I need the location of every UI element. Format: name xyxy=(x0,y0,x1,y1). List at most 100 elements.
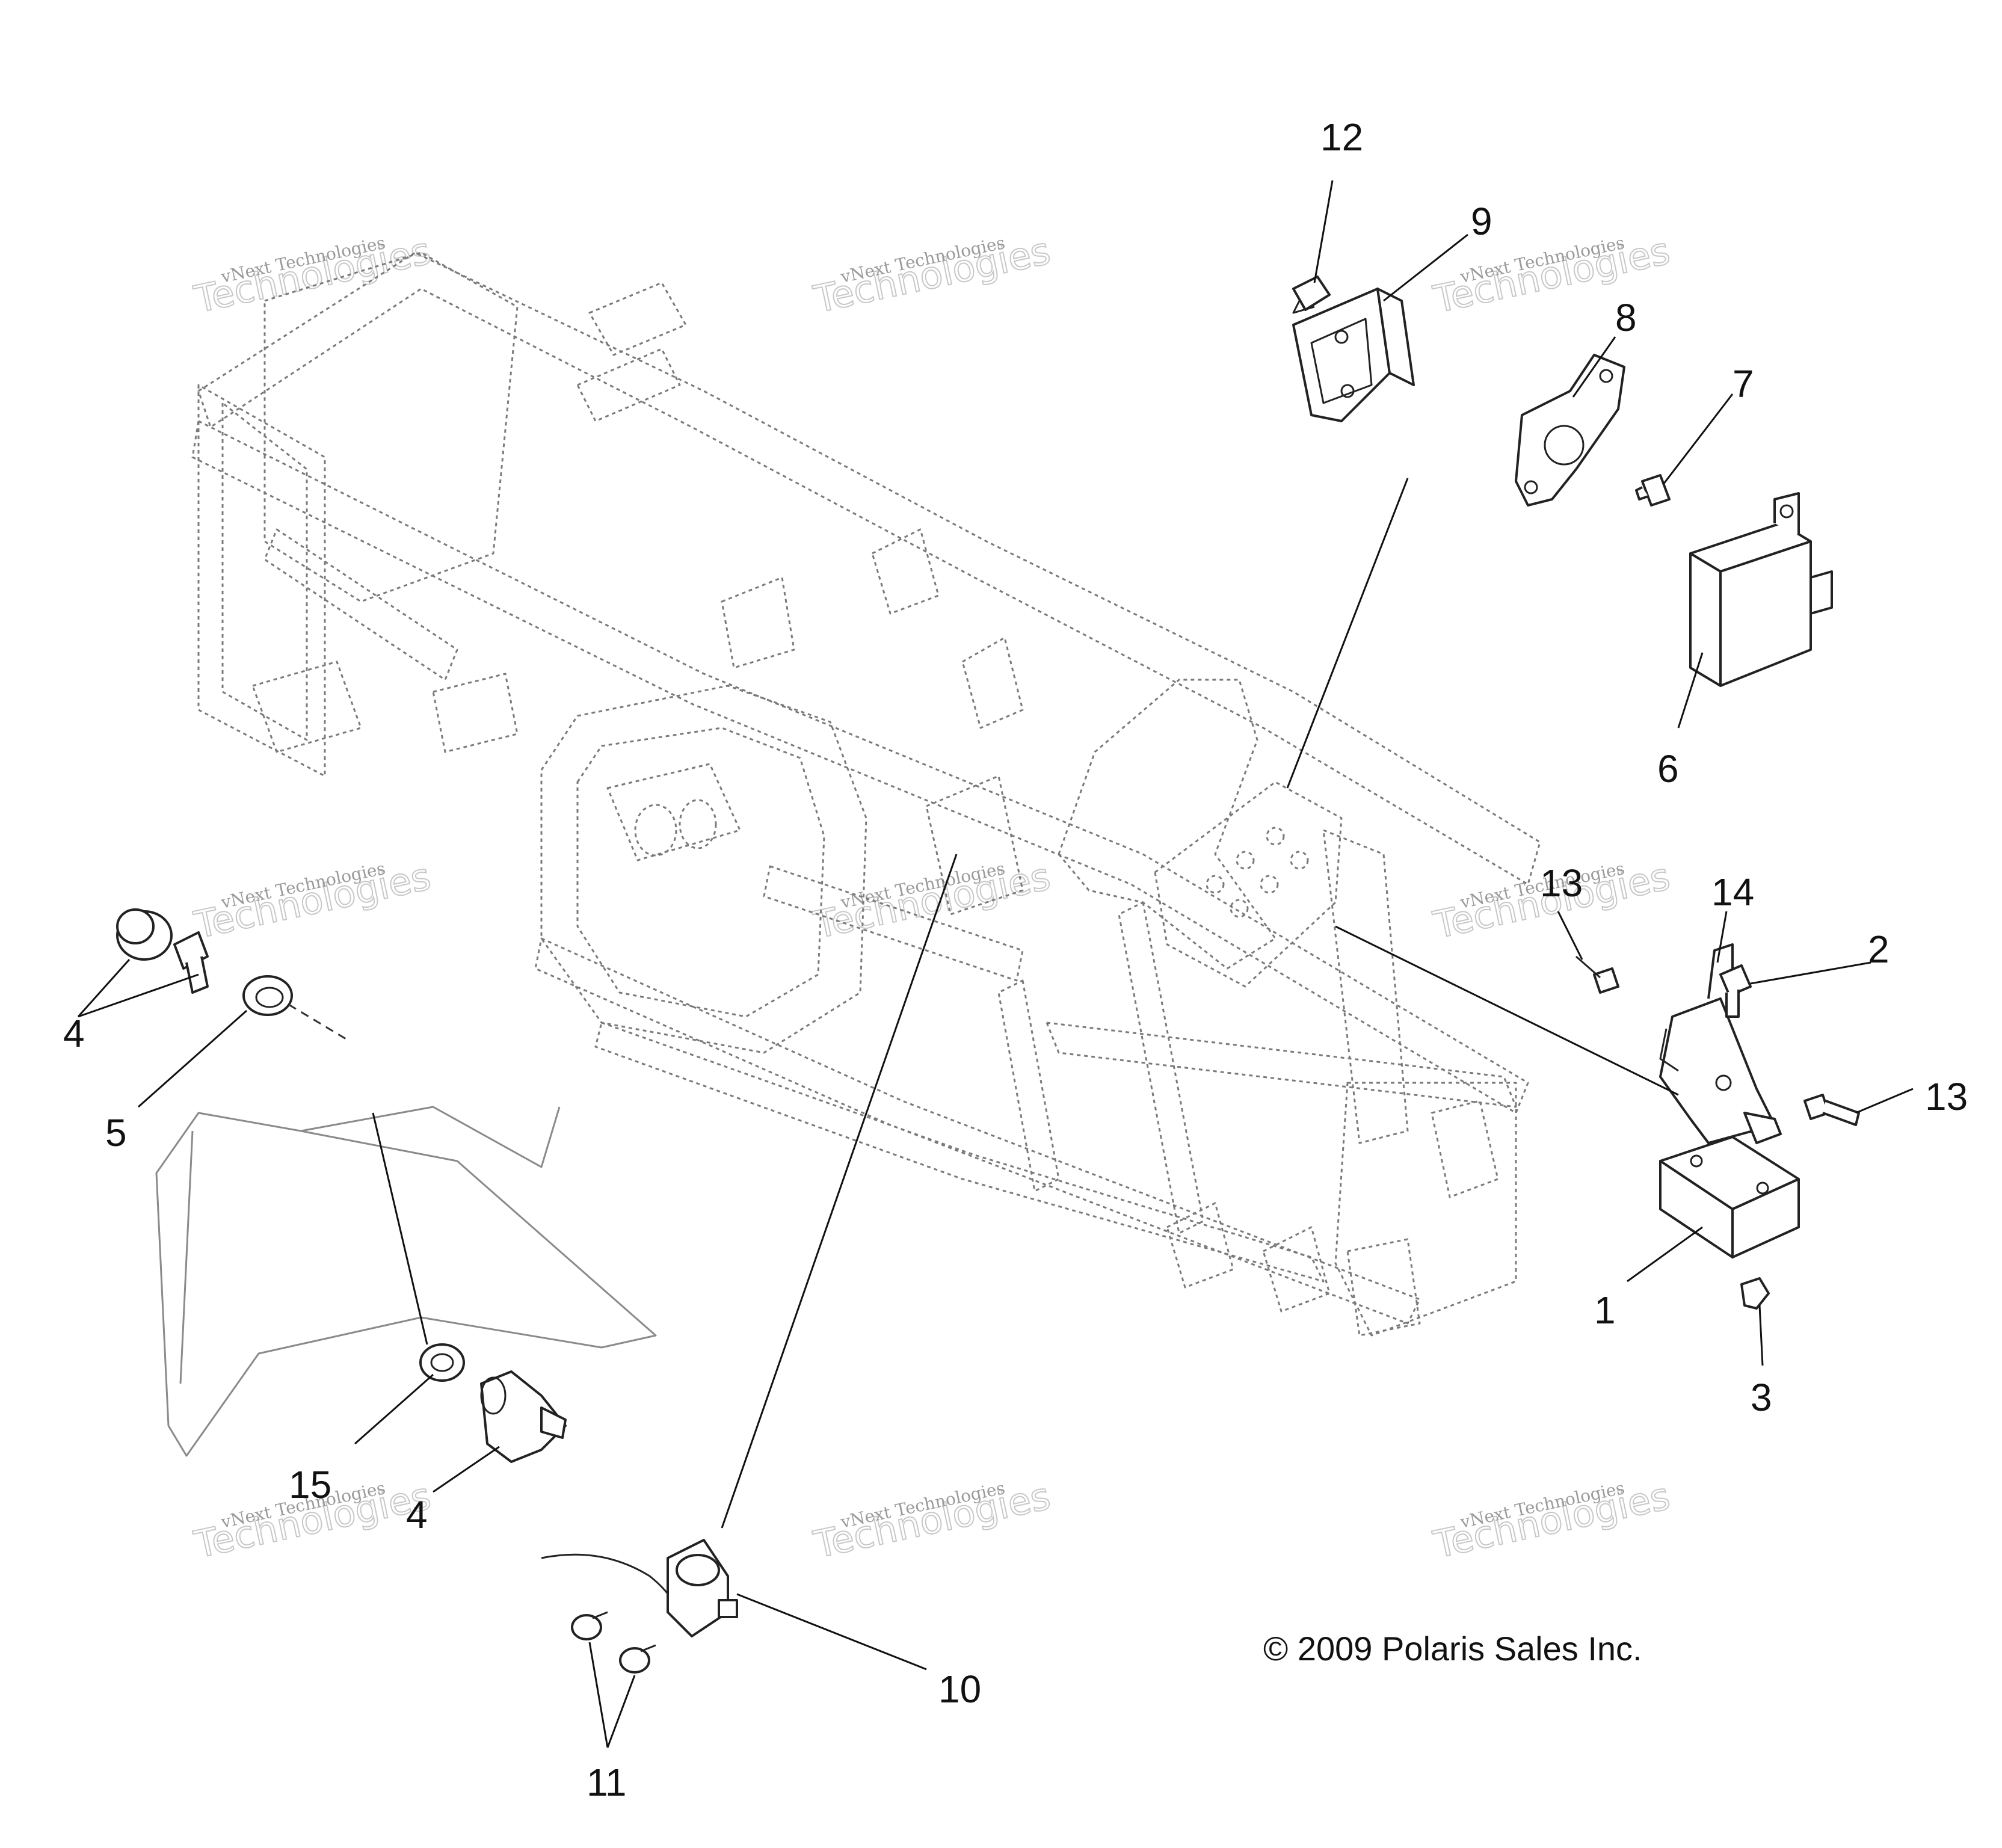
callout-labels: 12 9 8 7 6 13 14 2 13 1 3 4 5 15 4 10 11 xyxy=(63,116,1968,1804)
callout-9: 9 xyxy=(1471,200,1492,243)
frame-plate-hole xyxy=(1266,827,1285,846)
leader-lines xyxy=(77,180,1914,1748)
leader-14-to-frame xyxy=(1335,925,1679,1096)
frame-plate-hole xyxy=(1206,875,1225,894)
leader-4a-key xyxy=(78,973,199,1018)
callout-11: 11 xyxy=(587,1761,626,1804)
washer-inner xyxy=(430,1353,454,1372)
part-10-sensor xyxy=(541,1539,738,1637)
bracket-side xyxy=(1376,288,1415,386)
frame-side-tube xyxy=(1118,901,1204,1234)
pin-shank xyxy=(1822,1100,1860,1126)
clip-tab xyxy=(1292,300,1315,314)
part-8-gasket xyxy=(1515,354,1625,507)
watermark-mid-left: Technologies vNext Technologies xyxy=(189,854,435,947)
pod-inner-edge xyxy=(179,1130,194,1384)
switch-body xyxy=(480,1370,567,1463)
leader-5 xyxy=(138,1009,247,1108)
frame-front-crossmember xyxy=(263,528,458,681)
leader-4b xyxy=(433,1446,500,1493)
watermark-bottom-center: Technologies vNext Technologies xyxy=(809,1473,1055,1567)
frame-tab xyxy=(721,576,795,669)
frame-plate-hole xyxy=(1290,851,1309,870)
leader-9-to-frame xyxy=(1286,478,1409,789)
callout-5: 5 xyxy=(105,1111,127,1154)
gasket-hole xyxy=(1544,425,1585,466)
part-4-switch-cap xyxy=(116,908,209,994)
screw-shank xyxy=(640,1644,656,1652)
frame-top-tube xyxy=(191,420,1529,1114)
screw-head xyxy=(571,1614,602,1640)
frame-front-gusset xyxy=(432,673,519,753)
part-2-bolt xyxy=(1719,964,1752,1018)
screw-shank xyxy=(1635,486,1649,500)
grommet-outer xyxy=(242,975,293,1016)
leader-15-path xyxy=(372,1112,428,1345)
gasket-bolt-hole xyxy=(1599,369,1613,383)
pod-outer-shell xyxy=(155,1112,657,1457)
leader-10 xyxy=(736,1593,927,1671)
callout-6: 6 xyxy=(1657,747,1679,790)
part-11-screws xyxy=(571,1611,656,1674)
watermark-top-right: Technologies vNext Technologies xyxy=(1429,228,1674,322)
frame-rear-bracket xyxy=(1431,1100,1499,1198)
frame-lower-rail-2 xyxy=(594,1021,1325,1283)
callout-8: 8 xyxy=(1615,296,1637,339)
frame-rear-loop xyxy=(1058,679,1277,970)
frame-plate-hole xyxy=(1236,851,1255,870)
callout-10: 10 xyxy=(938,1668,981,1711)
bracket-hole xyxy=(1340,384,1355,398)
pin-shank xyxy=(1575,955,1601,979)
callout-13-right: 13 xyxy=(1925,1075,1968,1118)
part-6-module xyxy=(1689,492,1833,687)
callout-2: 2 xyxy=(1868,928,1890,971)
nut-body xyxy=(1740,1277,1770,1310)
frame-rear-lower-tab xyxy=(1262,1226,1331,1313)
frame-front-gusset xyxy=(251,661,362,753)
grommet-inner xyxy=(255,987,284,1008)
relay-hole xyxy=(1756,1181,1769,1195)
vehicle-frame xyxy=(191,251,1541,1337)
leader-4a-cap xyxy=(77,958,131,1018)
frame-rear-perforated-plate xyxy=(1154,781,1343,988)
frame-front-cradle-inner xyxy=(221,402,308,741)
bracket-foot xyxy=(1743,1112,1782,1144)
callout-12: 12 xyxy=(1320,116,1363,159)
part-9-bracket xyxy=(1292,288,1415,422)
leader-10-to-frame xyxy=(721,854,958,1529)
sensor-cable xyxy=(541,1553,681,1625)
headlight-pod xyxy=(155,1106,657,1457)
bracket-hole xyxy=(1334,330,1349,344)
pod-upper-edge xyxy=(300,1106,561,1168)
frame-front-bracket xyxy=(588,282,687,356)
frame-tab xyxy=(961,636,1024,729)
module-front xyxy=(1689,552,1722,687)
module-side xyxy=(1719,540,1812,687)
pin-head xyxy=(1593,967,1619,994)
part-12-clip xyxy=(1292,276,1331,314)
leader-14 xyxy=(1716,911,1728,963)
relay-hole xyxy=(1690,1154,1703,1168)
frame-tab xyxy=(871,528,940,615)
frame-mid-crossbar xyxy=(763,865,1024,982)
callout-1: 1 xyxy=(1594,1289,1616,1332)
switch-collar xyxy=(480,1376,507,1415)
screw-shank xyxy=(592,1611,608,1619)
frame-front-bracket-2 xyxy=(576,348,681,422)
callout-3: 3 xyxy=(1751,1376,1772,1419)
frame-mount-hole xyxy=(634,804,677,857)
callout-14: 14 xyxy=(1711,870,1754,914)
frame-rear-crossmember xyxy=(1046,1021,1517,1108)
watermark-top-center: Technologies vNext Technologies xyxy=(809,228,1055,322)
screw-head xyxy=(1641,474,1671,507)
cap-face xyxy=(116,908,155,944)
leader-3 xyxy=(1758,1305,1764,1366)
leader-5-dashed xyxy=(288,1003,350,1042)
leader-12 xyxy=(1313,180,1334,283)
part-1-relay xyxy=(1659,1136,1800,1258)
watermark-top-left: Technologies vNext Technologies xyxy=(189,228,435,322)
module-tab-hole xyxy=(1779,504,1794,519)
module-connector xyxy=(1810,570,1833,615)
bracket-face xyxy=(1310,318,1373,404)
